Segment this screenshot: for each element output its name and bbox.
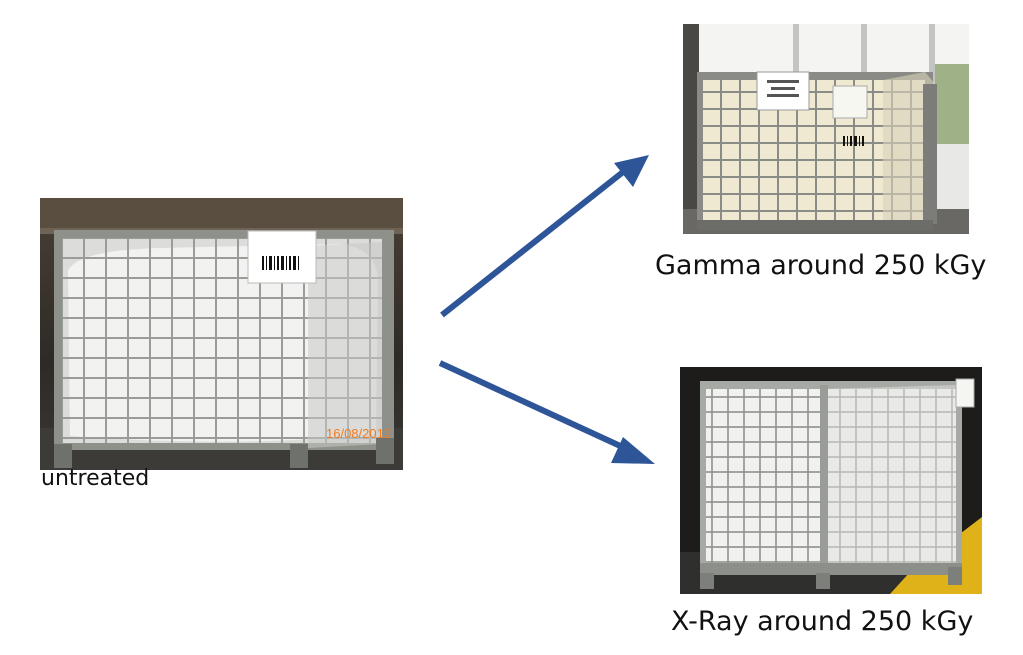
xray-pallet-photo [680,367,982,594]
caption-untreated: untreated [41,466,150,491]
caption-gamma: Gamma around 250 kGy [655,250,987,281]
arrow-head-xray-icon [611,437,655,464]
caption-xray: X-Ray around 250 kGy [671,606,974,637]
arrow-head-gamma-icon [614,155,649,187]
arrow-to-gamma [440,169,625,318]
gamma-pallet-photo [683,24,969,234]
untreated-pallet-photo: 16/08/2012 [40,198,403,470]
arrow-to-xray [438,360,631,453]
date-stamp: 16/08/2012 [326,426,391,441]
